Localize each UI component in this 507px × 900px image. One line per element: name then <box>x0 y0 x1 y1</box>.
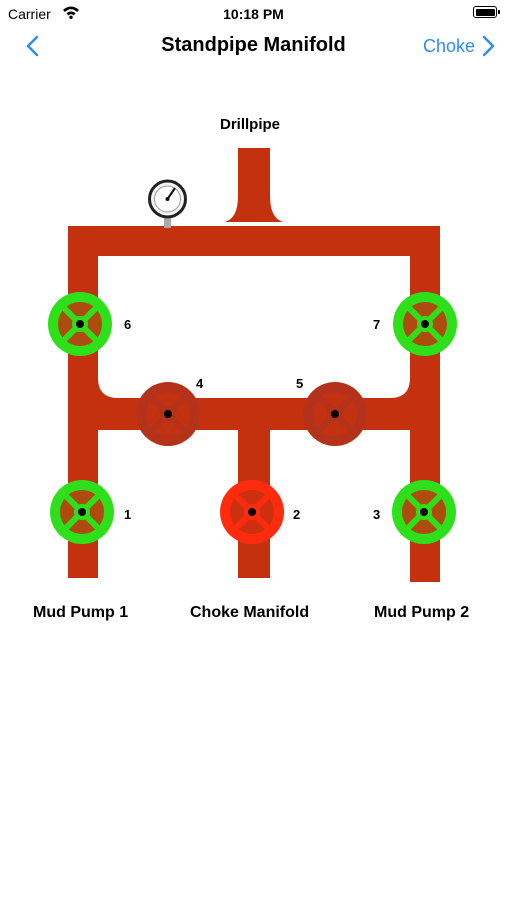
mud-pump-2-label: Mud Pump 2 <box>374 604 470 621</box>
valve-number-3: 3 <box>373 507 381 522</box>
choke-manifold-label: Choke Manifold <box>190 604 310 621</box>
valve-2[interactable] <box>220 480 284 544</box>
valve-3[interactable] <box>392 480 456 544</box>
valve-4[interactable] <box>136 382 200 446</box>
valve-number-7: 7 <box>373 317 381 332</box>
drillpipe-label: Drillpipe <box>220 116 281 133</box>
forward-button-label: Choke <box>422 35 475 56</box>
valve-number-5: 5 <box>296 376 304 391</box>
back-button[interactable] <box>20 32 48 60</box>
page-title: Standpipe Manifold <box>161 34 346 56</box>
navigation-bar: Standpipe Manifold Choke <box>0 28 507 64</box>
mud-pump-1-label: Mud Pump 1 <box>33 604 129 621</box>
pressure-gauge-icon <box>148 179 187 228</box>
valve-number-4: 4 <box>196 376 204 391</box>
valve-number-2: 2 <box>293 507 301 522</box>
status-time: 10:18 PM <box>223 6 284 22</box>
manifold-pipes <box>68 148 440 582</box>
valve-6[interactable] <box>48 292 112 356</box>
choke-forward-button[interactable]: Choke <box>423 32 497 60</box>
valve-5[interactable] <box>303 382 367 446</box>
chevron-left-icon <box>26 35 39 57</box>
chevron-right-icon <box>482 35 495 57</box>
carrier-label: Carrier <box>8 6 51 22</box>
valve-1[interactable] <box>50 480 114 544</box>
valve-7[interactable] <box>393 292 457 356</box>
valve-number-1: 1 <box>124 507 132 522</box>
valve-number-6: 6 <box>124 317 132 332</box>
wifi-icon <box>63 6 79 19</box>
status-bar: Carrier 10:18 PM <box>0 0 507 28</box>
battery-icon <box>473 6 500 18</box>
